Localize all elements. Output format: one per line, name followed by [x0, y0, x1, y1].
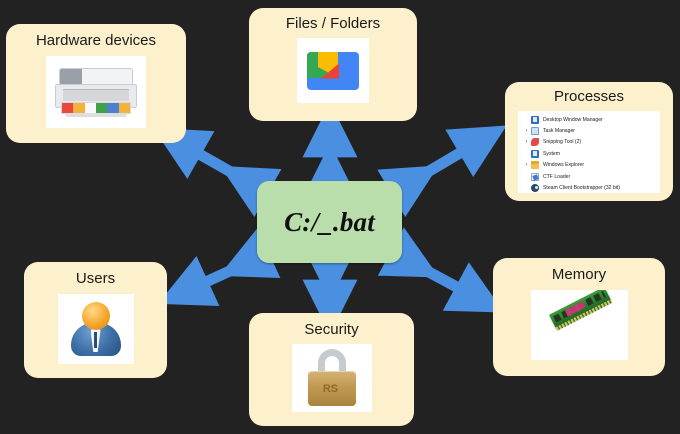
process-row[interactable]: System	[522, 148, 658, 159]
process-name: Task Manager	[543, 127, 575, 135]
process-row[interactable]: › Snipping Tool (2)	[522, 137, 658, 148]
arrow-center-to-processes	[377, 125, 507, 218]
arrow-center-to-users	[158, 227, 281, 306]
process-row[interactable]: › Windows Explorer	[522, 160, 658, 171]
snipping-tool-icon	[531, 138, 539, 147]
windows-explorer-icon	[531, 161, 539, 170]
process-name: System	[543, 150, 560, 158]
process-name: Snipping Tool (2)	[543, 139, 582, 146]
batch-script-label: C:/_.bat	[284, 206, 375, 237]
node-memory[interactable]: Memory	[493, 258, 665, 376]
node-title: Security	[304, 321, 359, 338]
node-title: Hardware devices	[35, 32, 157, 49]
process-name: Steam Client Bootstrapper (32 bit)	[543, 184, 621, 192]
arrow-center-to-memory	[377, 227, 505, 313]
task-manager-process-list: Desktop Window Manager › Task Manager › Snip…	[518, 111, 660, 193]
node-title: Processes	[553, 88, 625, 105]
padlock-brand-mark: RS	[322, 382, 339, 395]
padlock-image: RS	[291, 344, 372, 412]
node-processes[interactable]: Processes Desktop Window Manager › Task Ma…	[505, 82, 673, 201]
arrow-center-to-hardware	[153, 127, 282, 217]
node-title: Users	[75, 270, 116, 287]
node-title: Files / Folders	[285, 15, 381, 32]
process-row[interactable]: CTF Loader	[522, 171, 658, 182]
chevron-right-icon[interactable]: ›	[525, 138, 528, 145]
steam-icon	[531, 184, 539, 193]
google-files-folder-image	[297, 38, 369, 103]
process-name: Windows Explorer	[543, 162, 585, 169]
ram-module-image	[530, 290, 628, 360]
node-title: Memory	[551, 266, 607, 283]
process-row[interactable]: Steam Client Bootstrapper (32 bit)	[522, 182, 658, 193]
node-hardware-devices[interactable]: Hardware devices	[6, 24, 186, 143]
node-security[interactable]: Security RS	[249, 313, 414, 426]
node-users[interactable]: Users	[24, 262, 167, 378]
process-row[interactable]: › Task Manager	[522, 125, 658, 136]
process-name: CTF Loader	[543, 173, 571, 180]
node-files-folders[interactable]: Files / Folders	[249, 8, 417, 121]
process-row[interactable]: Desktop Window Manager	[522, 114, 658, 125]
batch-script-node[interactable]: C:/_.bat	[257, 181, 402, 263]
printer-image	[46, 56, 146, 128]
process-name: Desktop Window Manager	[543, 116, 603, 123]
chevron-right-icon[interactable]: ›	[525, 161, 528, 168]
dwm-icon	[531, 115, 539, 124]
user-avatar-image	[57, 294, 134, 364]
ctf-loader-icon	[531, 172, 539, 181]
task-manager-icon	[531, 127, 539, 136]
chevron-right-icon[interactable]: ›	[525, 127, 528, 134]
system-icon	[531, 149, 539, 158]
